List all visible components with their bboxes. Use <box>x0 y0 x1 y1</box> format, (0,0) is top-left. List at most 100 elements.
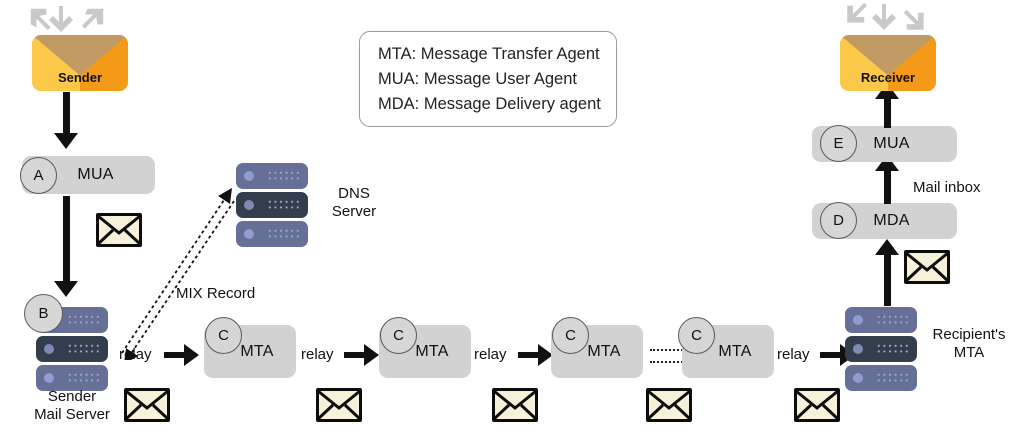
step-badge-c-4-text: C <box>691 327 702 344</box>
server-unit <box>236 221 308 247</box>
server-unit <box>845 365 917 391</box>
server-vent <box>67 314 101 326</box>
relay-arrow-2-shaft <box>344 352 366 358</box>
continuation-dots-lower <box>650 361 683 363</box>
mail-envelope-icon <box>492 388 538 422</box>
server-led <box>244 229 254 239</box>
legend-line-mta: MTA: Message Transfer Agent <box>378 45 600 63</box>
node-label-mua-sender: MUA <box>77 166 114 183</box>
server-vent <box>876 343 910 355</box>
server-recipient-mta[interactable] <box>845 307 917 394</box>
mail-inbox-label: Mail inbox <box>913 179 981 196</box>
relay-arrow-2-head <box>364 344 379 366</box>
sender-label: Sender <box>57 70 103 85</box>
mix-record-arrows <box>121 188 235 360</box>
server-unit <box>236 192 308 218</box>
server-led <box>44 373 54 383</box>
node-label-mta-2: MTA <box>415 342 449 360</box>
step-badge-c-4: C <box>678 317 715 354</box>
server-dns[interactable] <box>236 163 308 250</box>
node-label-mda: MDA <box>873 212 910 229</box>
server-led <box>853 373 863 383</box>
mail-envelope-icon <box>96 213 142 247</box>
server-dns-label-line1: DNS <box>338 185 370 202</box>
server-recipient-mta-label: Recipient's MTA <box>923 326 1015 362</box>
relay-arrow-4-shaft <box>820 352 842 358</box>
relay-arrow-3-shaft <box>518 352 540 358</box>
step-badge-e-text: E <box>833 135 844 152</box>
legend-line-mua: MUA: Message User Agent <box>378 70 577 88</box>
arrow-sender-to-mua-head <box>54 133 78 149</box>
server-vent <box>67 343 101 355</box>
server-led <box>244 200 254 210</box>
continuation-dots-upper <box>650 349 683 351</box>
server-vent <box>267 228 301 240</box>
mail-envelope-icon <box>316 388 362 422</box>
relay-label-3: relay <box>474 346 507 363</box>
step-badge-b-text: B <box>38 305 49 322</box>
node-label-mta-3: MTA <box>587 342 621 360</box>
step-badge-c-2: C <box>380 317 417 354</box>
server-unit <box>36 336 108 362</box>
step-badge-c-3-text: C <box>565 327 576 344</box>
mix-record-label: MIX Record <box>176 285 256 302</box>
node-label-mta-1: MTA <box>240 342 274 360</box>
node-label-mta-4: MTA <box>718 342 752 360</box>
step-badge-c-2-text: C <box>393 327 404 344</box>
mail-envelope-icon <box>646 388 692 422</box>
sender-envelope-icon: Sender <box>32 35 128 91</box>
step-badge-e: E <box>820 125 857 162</box>
mail-envelope-icon <box>794 388 840 422</box>
receiver-envelope-icon: Receiver <box>840 35 936 91</box>
legend-box: MTA: Message Transfer Agent MUA: Message… <box>359 31 617 127</box>
step-badge-d-text: D <box>833 212 844 229</box>
server-led <box>853 315 863 325</box>
step-badge-c-1-text: C <box>218 327 229 344</box>
step-badge-b: B <box>24 294 63 333</box>
receiver-label: Receiver <box>860 70 916 85</box>
arrow-mua-to-server-head <box>54 281 78 297</box>
server-unit <box>845 307 917 333</box>
legend-line-mda: MDA: Message Delivery agent <box>378 95 601 113</box>
relay-label-1: relay <box>119 346 152 363</box>
server-recipient-mta-label-line2: MTA <box>953 344 985 361</box>
arrow-mua-to-server-shaft <box>63 196 70 284</box>
arrow-mua-to-receiver-shaft <box>884 96 891 128</box>
server-led <box>853 344 863 354</box>
server-led <box>244 171 254 181</box>
relay-arrow-3-head <box>538 344 553 366</box>
server-sender-mail-label-line1: Sender <box>47 388 97 405</box>
server-dns-label-line2: Server <box>331 203 377 220</box>
arrow-sender-to-mua-shaft <box>63 92 70 136</box>
server-recipient-mta-label-line1: Recipient's <box>932 326 1006 343</box>
server-unit <box>236 163 308 189</box>
relay-label-2: relay <box>301 346 334 363</box>
receiver-incoming-arrows-icon <box>847 2 924 30</box>
server-unit <box>36 365 108 391</box>
relay-label-4: relay <box>777 346 810 363</box>
sender-outgoing-arrows-icon <box>30 6 104 32</box>
arrow-recipient-to-mda-head <box>875 239 899 255</box>
mail-envelope-icon <box>124 388 170 422</box>
step-badge-c-1: C <box>205 317 242 354</box>
relay-arrow-1-head <box>184 344 199 366</box>
step-badge-d: D <box>820 202 857 239</box>
mail-envelope-icon <box>904 250 950 284</box>
server-vent <box>267 199 301 211</box>
server-vent <box>67 372 101 384</box>
server-vent <box>267 170 301 182</box>
step-badge-c-3: C <box>552 317 589 354</box>
server-sender-mail-label: Sender Mail Server <box>12 388 132 424</box>
server-unit <box>845 336 917 362</box>
server-vent <box>876 314 910 326</box>
server-dns-label: DNS Server <box>316 185 392 221</box>
server-vent <box>876 372 910 384</box>
relay-arrow-1-shaft <box>164 352 186 358</box>
arrow-recipient-to-mda-shaft <box>884 254 891 306</box>
arrow-mda-to-mua-shaft <box>884 168 891 204</box>
node-label-mua-receiver: MUA <box>873 135 910 152</box>
server-led <box>44 344 54 354</box>
server-sender-mail-label-line2: Mail Server <box>34 406 110 423</box>
step-badge-a-text: A <box>33 167 44 184</box>
